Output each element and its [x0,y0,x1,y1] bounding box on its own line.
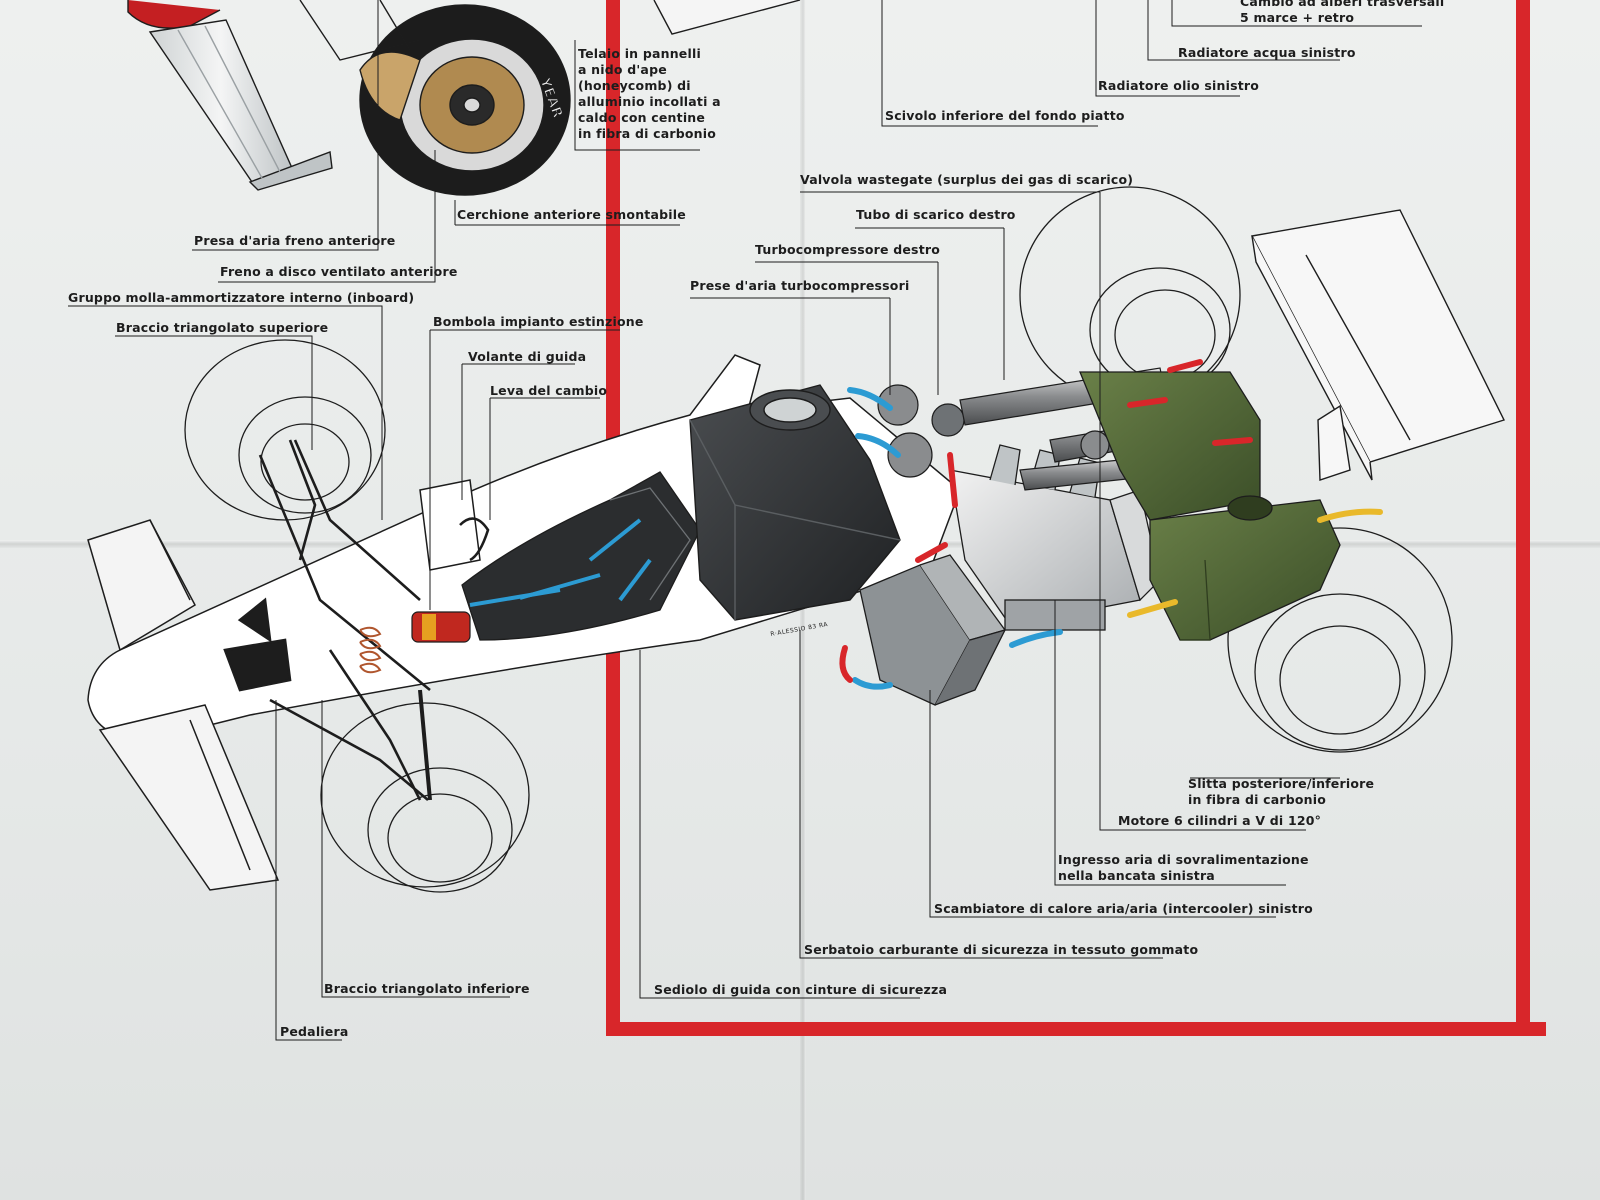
extinguisher [411,611,471,643]
label-upper-wishbone: Braccio triangolato superiore [116,320,329,335]
label-pedals: Pedaliera [280,1024,349,1039]
driver-seat [461,471,701,641]
label-inboard-damper: Gruppo molla-ammortizzatore interno (inb… [68,290,415,305]
label-right-turbo: Turbocompressore destro [755,242,941,257]
label-flat-floor: Scivolo inferiore del fondo piatto [885,108,1125,123]
label-rear-skid: Slitta posteriore/inferiore in fibra di … [1188,776,1375,807]
gearbox-radiator [1079,371,1341,641]
label-front-rim: Cerchione anteriore smontabile [457,207,686,222]
label-driver-seat: Sediolo di guida con cinture di sicurezz… [654,982,948,997]
front-wheel-detail: YEAR [127,0,571,196]
label-chassis-honeycomb: Telaio in pannelli a nido d'ape (honeyco… [578,46,721,141]
label-disc-brake: Freno a disco ventilato anteriore [220,264,458,279]
label-oil-radiator: Radiatore olio sinistro [1098,78,1260,93]
turbochargers [877,384,965,478]
front-spring [359,626,382,674]
label-fuel-tank: Serbatoio carburante di sicurezza in tes… [804,942,1199,957]
label-engine: Motore 6 cilindri a V di 120° [1118,813,1322,828]
front-wheels [184,339,530,893]
label-extinguisher: Bombola impianto estinzione [433,314,644,329]
airflow-arrows-red [839,359,1253,683]
intercooler [859,554,1007,706]
label-gear-lever: Leva del cambio [490,383,608,398]
fuel-tank [689,384,901,621]
front-suspension [223,439,490,801]
rear-wing [1250,209,1505,481]
label-gearbox: Cambio ad alberi trasversali 5 marce + r… [1240,0,1445,25]
label-boost-intake: Ingresso aria di sovralimentazione nella… [1058,852,1309,883]
leader-lines [68,0,1422,1041]
label-lower-wishbone: Braccio triangolato inferiore [324,981,530,996]
label-turbo-intakes: Prese d'aria turbocompressori [690,278,910,293]
top-car-fragment [653,0,801,35]
label-wastegate: Valvola wastegate (surplus dei gas di sc… [800,172,1134,187]
label-steering-wheel: Volante di guida [468,349,587,364]
label-right-exhaust: Tubo di scarico destro [856,207,1016,222]
label-intercooler: Scambiatore di calore aria/aria (interco… [934,901,1313,916]
airflow-arrows-yellow [1127,508,1383,618]
airflow-arrows-blue [847,387,1063,690]
label-brake-duct: Presa d'aria freno anteriore [194,233,396,248]
label-water-radiator: Radiatore acqua sinistro [1178,45,1356,60]
